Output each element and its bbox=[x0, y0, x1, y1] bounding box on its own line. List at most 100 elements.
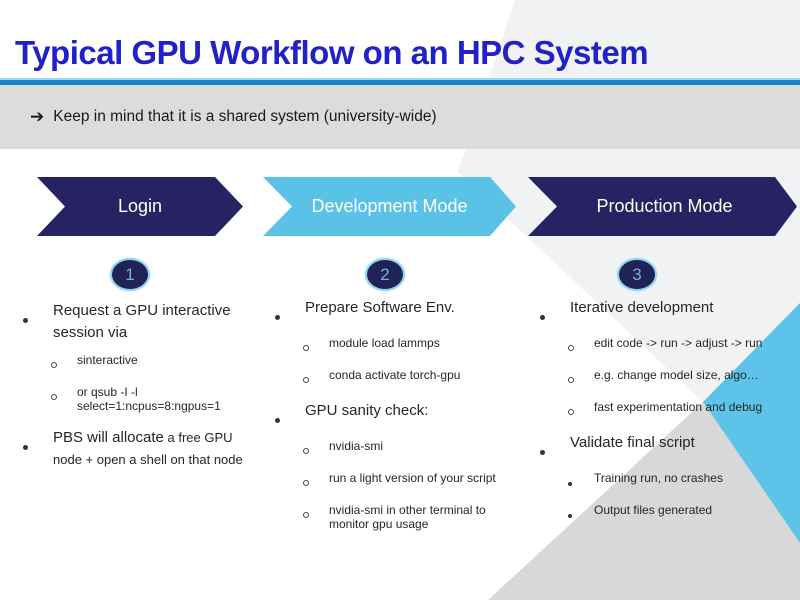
circle-bullet-icon bbox=[568, 409, 574, 416]
bullet-text-main: module load lammps bbox=[329, 335, 440, 350]
step-number-badge-1: 1 bbox=[110, 258, 150, 291]
bullet-text-main: Validate final script bbox=[570, 434, 695, 452]
bullet-text: nvidia-smi in other terminal to monitor … bbox=[329, 503, 527, 531]
bullet-item: nvidia-smi bbox=[275, 439, 527, 457]
dot-bullet-icon bbox=[275, 315, 280, 320]
bullet-item: Prepare Software Env. bbox=[275, 297, 527, 327]
bullet-marker bbox=[51, 385, 77, 413]
bullet-text: fast experimentation and debug bbox=[594, 400, 800, 418]
stage-column-login: Request a GPU interactive session via sin… bbox=[23, 300, 260, 479]
bullet-text-main: fast experimentation and debug bbox=[594, 400, 763, 415]
note-text: Keep in mind that it is a shared system … bbox=[53, 108, 437, 125]
bullet-text: run a light version of your script bbox=[329, 471, 527, 489]
dot-bullet-icon bbox=[23, 444, 28, 450]
bullet-marker bbox=[568, 471, 594, 489]
step-number-1: 1 bbox=[125, 264, 135, 284]
bullet-item: GPU sanity check: bbox=[275, 400, 527, 430]
right-arrow-icon: ➔ bbox=[30, 107, 45, 126]
bullet-text-main: Request a GPU interactive session via bbox=[53, 302, 231, 341]
bullet-marker bbox=[540, 297, 570, 327]
bullet-text: Output files generated bbox=[594, 503, 800, 521]
bullet-marker bbox=[568, 503, 594, 521]
bullet-marker bbox=[303, 439, 329, 457]
bullet-marker bbox=[23, 427, 53, 471]
bullet-text: sinteractive bbox=[77, 353, 260, 371]
bullet-item: sinteractive bbox=[23, 353, 260, 371]
circle-bullet-icon bbox=[303, 512, 309, 519]
bullet-marker bbox=[568, 368, 594, 386]
circle-bullet-icon bbox=[51, 361, 57, 368]
circle-bullet-icon bbox=[303, 447, 309, 454]
bullet-text: nvidia-smi bbox=[329, 439, 527, 457]
stage-column-production-mode: Iterative development edit code -> run ->… bbox=[540, 297, 800, 535]
bullet-marker bbox=[568, 336, 594, 354]
bullet-marker bbox=[540, 432, 570, 462]
bullet-text: Request a GPU interactive session via bbox=[53, 300, 260, 344]
bullet-item: PBS will allocate a free GPU node + open… bbox=[23, 427, 260, 471]
bullet-text-main: Iterative development bbox=[570, 299, 714, 316]
dot-bullet-icon bbox=[568, 481, 572, 486]
bullet-marker bbox=[23, 300, 53, 344]
stage-column-development-mode: Prepare Software Env. module load lammps c… bbox=[275, 297, 527, 545]
bullet-item: Output files generated bbox=[540, 503, 800, 521]
bullet-item: edit code -> run -> adjust -> run bbox=[540, 336, 800, 354]
bullet-text: Prepare Software Env. bbox=[305, 297, 527, 327]
dot-bullet-icon bbox=[275, 418, 280, 424]
bullet-item: conda activate torch-gpu bbox=[275, 368, 527, 386]
circle-bullet-icon bbox=[51, 393, 57, 400]
bullet-text: e.g. change model size, algo… bbox=[594, 368, 800, 386]
stage-arrow-production-mode-label: Production Mode bbox=[596, 196, 733, 216]
bullet-text-main: edit code -> run -> adjust -> run bbox=[594, 335, 763, 350]
bullet-text-main: conda activate torch-gpu bbox=[329, 367, 461, 382]
stage-arrow-login-label: Login bbox=[117, 196, 163, 216]
bullet-marker bbox=[51, 353, 77, 371]
bullet-text-small: a free GPU node + open a shell on that n… bbox=[53, 429, 243, 467]
bullet-text: edit code -> run -> adjust -> run bbox=[594, 336, 800, 354]
note-strip: ➔ Keep in mind that it is a shared syste… bbox=[0, 85, 800, 149]
bullet-text-main: nvidia-smi bbox=[329, 438, 384, 453]
bullet-item: nvidia-smi in other terminal to monitor … bbox=[275, 503, 527, 531]
bullet-item: e.g. change model size, algo… bbox=[540, 368, 800, 386]
stage-arrow-production-mode: Production Mode bbox=[528, 177, 797, 236]
bullet-text-main: Output files generated bbox=[594, 503, 713, 518]
dot-bullet-icon bbox=[540, 450, 545, 456]
bullet-marker bbox=[303, 471, 329, 489]
bullet-text-main: Training run, no crashes bbox=[594, 470, 723, 485]
dot-bullet-icon bbox=[568, 514, 572, 519]
bullet-text: conda activate torch-gpu bbox=[329, 368, 527, 386]
bullet-text-main: e.g. change model size, algo… bbox=[594, 367, 759, 382]
bullet-item: Request a GPU interactive session via bbox=[23, 300, 260, 344]
bullet-text: module load lammps bbox=[329, 336, 527, 354]
circle-bullet-icon bbox=[303, 376, 309, 383]
bullet-text: Iterative development bbox=[570, 297, 800, 327]
bullet-text-main: PBS will allocate bbox=[53, 428, 164, 446]
bullet-text: Validate final script bbox=[570, 432, 800, 462]
bullet-text: PBS will allocate a free GPU node + open… bbox=[53, 427, 260, 471]
bullet-item: Validate final script bbox=[540, 432, 800, 462]
bullet-marker bbox=[303, 368, 329, 386]
dot-bullet-icon bbox=[23, 318, 28, 323]
bullet-item: run a light version of your script bbox=[275, 471, 527, 489]
bullet-marker bbox=[303, 336, 329, 354]
bullet-text: GPU sanity check: bbox=[305, 400, 527, 430]
stage-arrow-login: Login bbox=[37, 177, 243, 236]
title-rule bbox=[0, 78, 800, 85]
stage-arrow-development-mode-label: Development Mode bbox=[311, 196, 468, 216]
circle-bullet-icon bbox=[568, 344, 574, 351]
bullet-text-main: GPU sanity check: bbox=[305, 402, 429, 420]
bullet-text: Training run, no crashes bbox=[594, 471, 800, 489]
bullet-text-main: sinteractive bbox=[77, 352, 138, 367]
bullet-text-main: Prepare Software Env. bbox=[305, 299, 455, 316]
bullet-text: or qsub -I -l select=1:ncpus=8:ngpus=1 bbox=[77, 385, 260, 413]
circle-bullet-icon bbox=[568, 376, 574, 383]
step-number-3: 3 bbox=[632, 264, 642, 284]
bullet-item: module load lammps bbox=[275, 336, 527, 354]
bullet-text-main: or qsub -I -l select=1:ncpus=8:ngpus=1 bbox=[77, 384, 221, 413]
step-number-2: 2 bbox=[380, 264, 390, 284]
stage-arrow-development-mode: Development Mode bbox=[263, 177, 516, 236]
bullet-text-main: nvidia-smi in other terminal to monitor … bbox=[329, 503, 486, 532]
circle-bullet-icon bbox=[303, 479, 309, 486]
step-number-badge-3: 3 bbox=[617, 258, 657, 291]
step-number-badge-2: 2 bbox=[365, 258, 405, 291]
